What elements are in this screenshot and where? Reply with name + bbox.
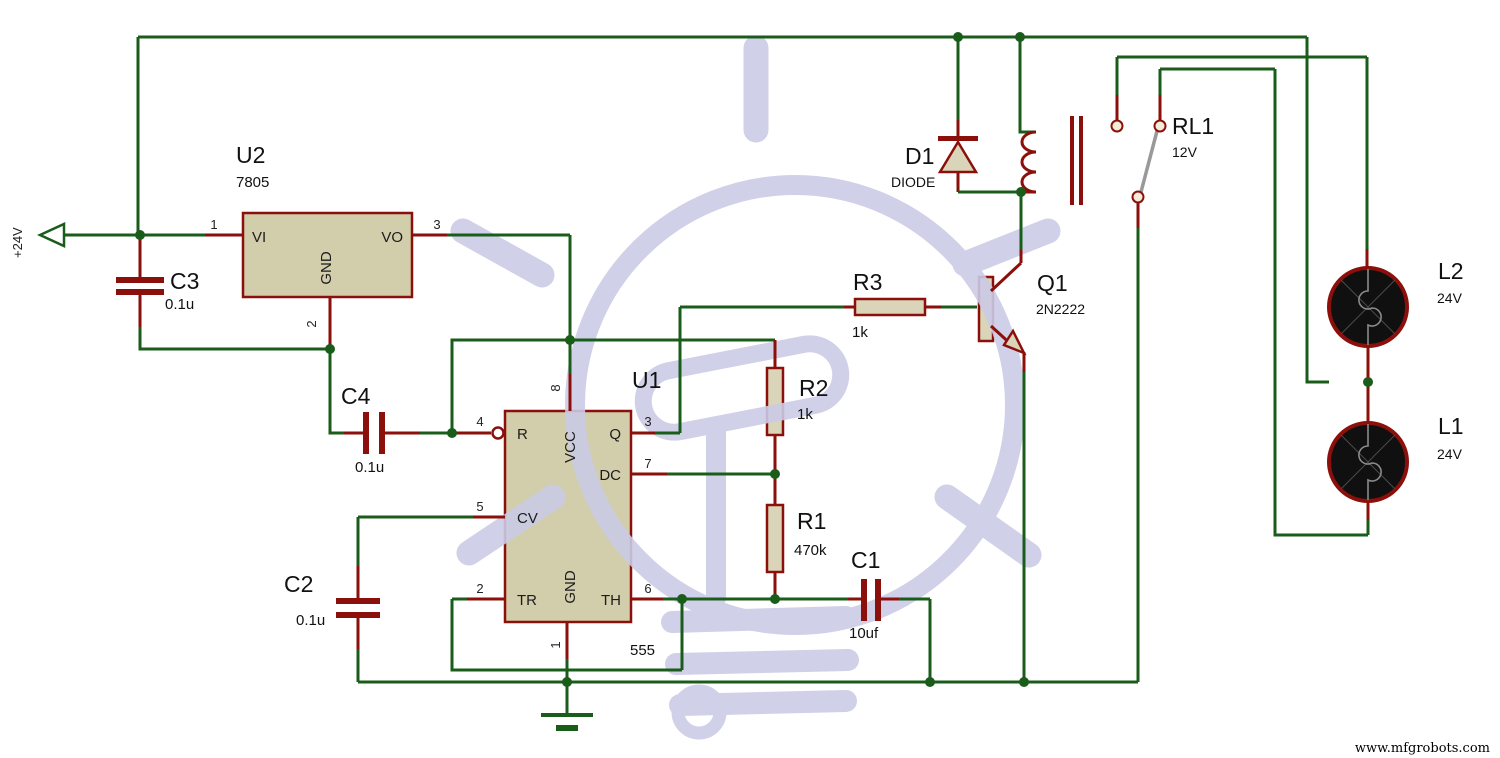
r1-ref: R1	[797, 508, 826, 534]
u1-pin3-num: 3	[644, 414, 651, 429]
u1-ref: U1	[632, 367, 661, 393]
q1-emitter-arrow	[1002, 328, 1027, 356]
d1-diode-body	[937, 136, 979, 174]
r2-value: 1k	[797, 406, 813, 423]
u1-pin-cv: CV	[517, 510, 538, 527]
c4-value: 0.1u	[355, 459, 384, 476]
u1-pin-gnd: GND	[562, 570, 579, 604]
l2-value: 24V	[1437, 290, 1463, 306]
u1-value: 555	[630, 642, 655, 659]
c3-ref: C3	[170, 268, 199, 294]
u1-pin8-num: 8	[548, 384, 563, 391]
r1-value: 470k	[794, 542, 827, 559]
r1-body	[765, 503, 785, 574]
r3-ref: R3	[853, 269, 882, 295]
u1-pin7-num: 7	[644, 456, 651, 471]
d1-value: DIODE	[891, 174, 935, 190]
wire-segments	[63, 35, 1370, 731]
r3-body	[853, 297, 927, 317]
u1-pin5-num: 5	[476, 499, 483, 514]
u2-regulator-body	[241, 211, 414, 299]
u1-pin4-num: 4	[476, 414, 483, 429]
u1-pin-tr: TR	[517, 592, 537, 609]
c4-ref: C4	[341, 383, 371, 409]
site-credit: www.mfgrobots.com	[1355, 741, 1490, 756]
u1-pin-dc: DC	[599, 467, 621, 484]
rl1-value: 12V	[1172, 144, 1198, 160]
l1-value: 24V	[1437, 446, 1463, 462]
lamp-l2	[1327, 266, 1409, 348]
relay-switch	[1110, 119, 1167, 204]
u2-pin3-num: 3	[433, 217, 440, 232]
u2-pin-vi: VI	[252, 229, 266, 246]
u1-pin-th: TH	[601, 592, 621, 609]
d1-ref: D1	[905, 143, 934, 169]
l2-ref: L2	[1438, 258, 1464, 284]
capacitor-plates	[116, 277, 881, 621]
c1-value: 10uf	[849, 625, 879, 642]
u1-pin-vcc: VCC	[562, 431, 579, 463]
l1-ref: L1	[1438, 413, 1464, 439]
relay-coil	[1020, 116, 1083, 205]
u1-reset-bubble	[491, 426, 505, 440]
u1-pin-r: R	[517, 426, 528, 443]
c3-value: 0.1u	[165, 296, 194, 313]
rl1-ref: RL1	[1172, 113, 1214, 139]
u2-pin1-num: 1	[210, 217, 217, 232]
power-rail-label: +24V	[10, 227, 25, 258]
power-arrow-icon	[36, 222, 66, 248]
c2-ref: C2	[284, 571, 313, 597]
q1-ref: Q1	[1037, 270, 1068, 296]
c3-plates	[116, 277, 164, 283]
q1-value: 2N2222	[1036, 301, 1085, 317]
u1-pin2-num: 2	[476, 581, 483, 596]
r2-body	[765, 366, 785, 437]
u1-pin6-num: 6	[644, 581, 651, 596]
u2-value: 7805	[236, 174, 269, 191]
u2-pin-gnd: GND	[318, 251, 335, 285]
u1-pin1-num: 1	[548, 641, 563, 648]
lightbulb-watermark	[450, 35, 1061, 740]
c4-plates	[363, 412, 369, 454]
r2-ref: R2	[799, 375, 828, 401]
u2-pin2-num: 2	[304, 320, 319, 327]
c1-plates	[861, 579, 867, 621]
r3-value: 1k	[852, 324, 868, 341]
u1-pin-q: Q	[609, 426, 621, 443]
labels: +24V U2 7805 VI VO GND 1 3 2 C3 0.1u C4 …	[10, 113, 1490, 756]
c2-value: 0.1u	[296, 612, 325, 629]
junction-dots	[135, 32, 1373, 687]
u2-ref: U2	[236, 142, 265, 168]
u2-pin-vo: VO	[381, 229, 403, 246]
c1-ref: C1	[851, 547, 880, 573]
c2-plates	[336, 598, 380, 604]
lamp-l1	[1327, 421, 1409, 503]
